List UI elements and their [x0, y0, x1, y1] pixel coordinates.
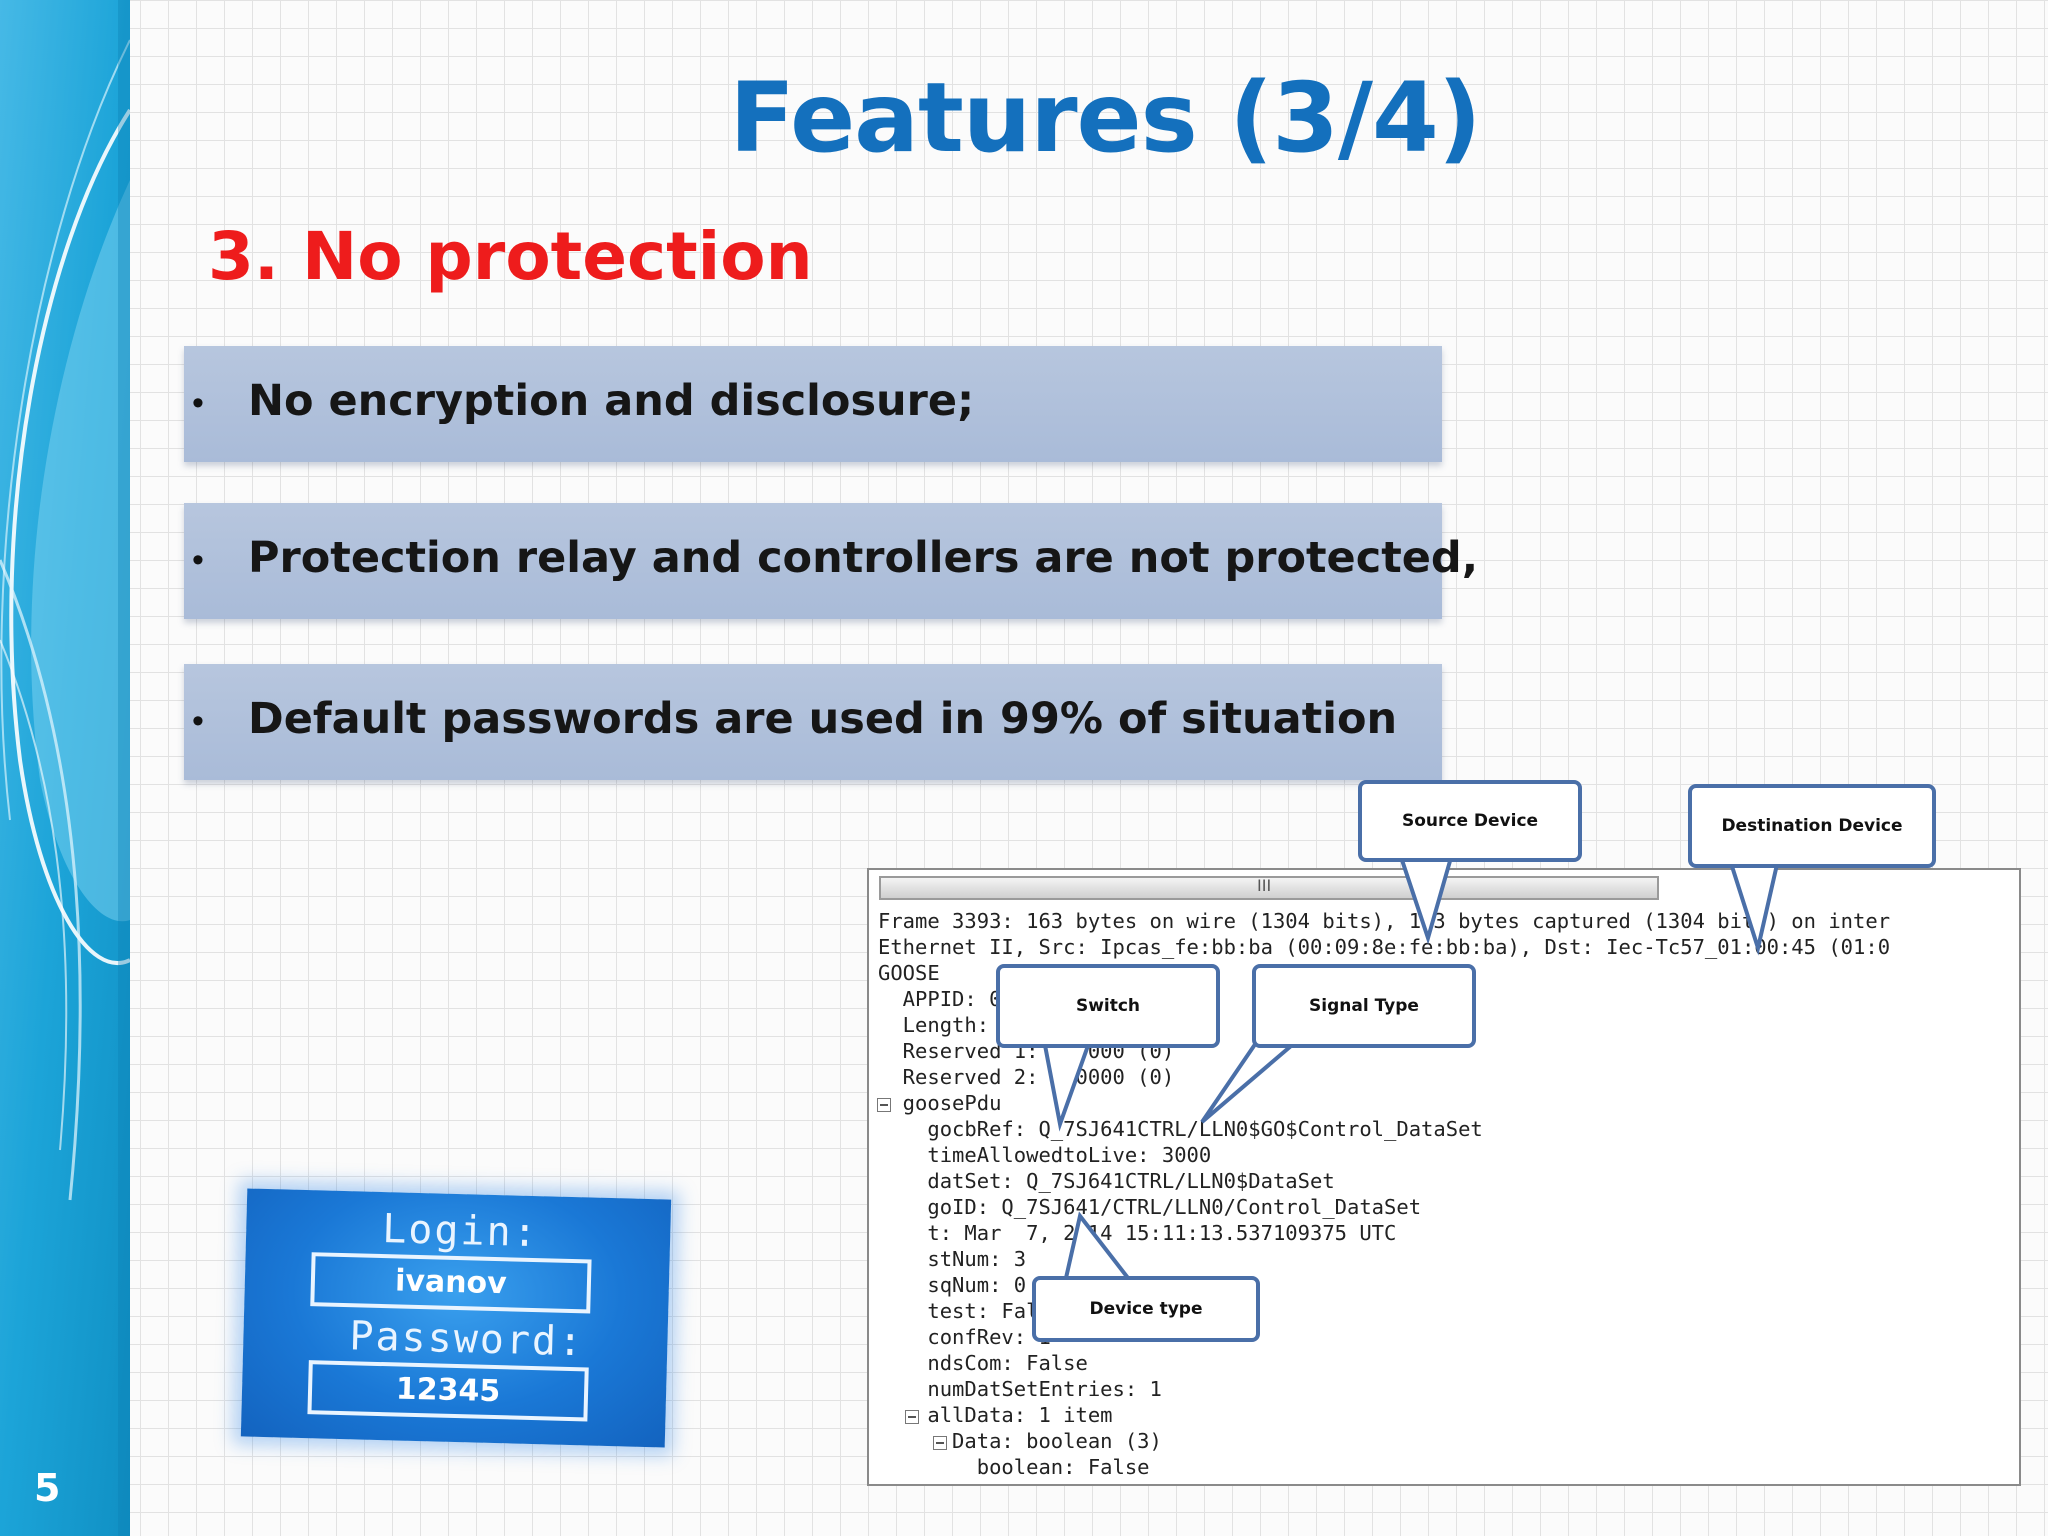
callout-destination-device: Destination Device: [1688, 784, 1936, 868]
packet-line: sqNum: 0: [878, 1273, 1027, 1297]
bullet-item: • No encryption and disclosure;: [184, 346, 1442, 462]
scrollbar-grip-icon: III: [1257, 876, 1272, 895]
section-heading: 3. No protection: [208, 218, 813, 295]
collapse-icon[interactable]: [933, 1436, 947, 1450]
password-field: 12345: [307, 1360, 589, 1422]
login-illustration: Login: ivanov Password: 12345: [240, 1188, 672, 1448]
packet-line: datSet: Q_7SJ641CTRL/LLN0$DataSet: [878, 1169, 1335, 1193]
packet-line: goosePdu: [878, 1091, 1002, 1115]
bullet-text: No encryption and disclosure;: [248, 376, 975, 426]
callout-source-device: Source Device: [1358, 780, 1582, 862]
callout-device-type: Device type: [1032, 1276, 1260, 1342]
packet-line: ndsCom: False: [878, 1351, 1088, 1375]
slide-number: 5: [34, 1466, 61, 1510]
packet-line: Ethernet II, Src: Ipcas_fe:bb:ba (00:09:…: [878, 935, 1891, 959]
bullet-item: • Default passwords are used in 99% of s…: [184, 664, 1442, 780]
collapse-icon[interactable]: [905, 1410, 919, 1424]
bullet-item: • Protection relay and controllers are n…: [184, 503, 1478, 619]
callout-switch: Switch: [996, 964, 1220, 1048]
bullet-marker: •: [192, 384, 204, 422]
packet-line: allData: 1 item: [878, 1403, 1113, 1427]
packet-line: GOOSE: [878, 961, 940, 985]
packet-line: confRev: 1: [878, 1325, 1051, 1349]
packet-line: t: Mar 7, 2014 15:11:13.537109375 UTC: [878, 1221, 1397, 1245]
packet-line: Reserved 2: 0x0000 (0): [878, 1065, 1175, 1089]
bullet-text: Default passwords are used in 99% of sit…: [248, 694, 1398, 744]
sidebar-decoration: [0, 0, 130, 1536]
packet-line: timeAllowedtoLive: 3000: [878, 1143, 1212, 1167]
packet-capture: III Frame 3393: 163 bytes on wire (1304 …: [867, 868, 2021, 1486]
login-label: Login:: [381, 1206, 540, 1257]
packet-line: Frame 3393: 163 bytes on wire (1304 bits…: [878, 909, 1891, 933]
bullet-text: Protection relay and controllers are not…: [248, 533, 1479, 583]
bullet-marker: •: [192, 541, 204, 579]
packet-line: gocbRef: Q_7SJ641CTRL/LLN0$GO$Control_Da…: [878, 1117, 1483, 1141]
packet-line: boolean: False: [878, 1455, 1150, 1479]
login-field: ivanov: [310, 1252, 592, 1314]
horizontal-scrollbar[interactable]: III: [879, 876, 1659, 900]
packet-line: goID: Q_7SJ641/CTRL/LLN0/Control_DataSet: [878, 1195, 1422, 1219]
callout-signal-type: Signal Type: [1252, 964, 1476, 1048]
bullet-marker: •: [192, 702, 204, 740]
packet-line: Data: boolean (3): [878, 1429, 1162, 1453]
slide-title: Features (3/4): [729, 62, 1481, 174]
password-label: Password:: [348, 1313, 585, 1366]
packet-line: numDatSetEntries: 1: [878, 1377, 1162, 1401]
collapse-icon[interactable]: [877, 1098, 891, 1112]
packet-line: stNum: 3: [878, 1247, 1027, 1271]
